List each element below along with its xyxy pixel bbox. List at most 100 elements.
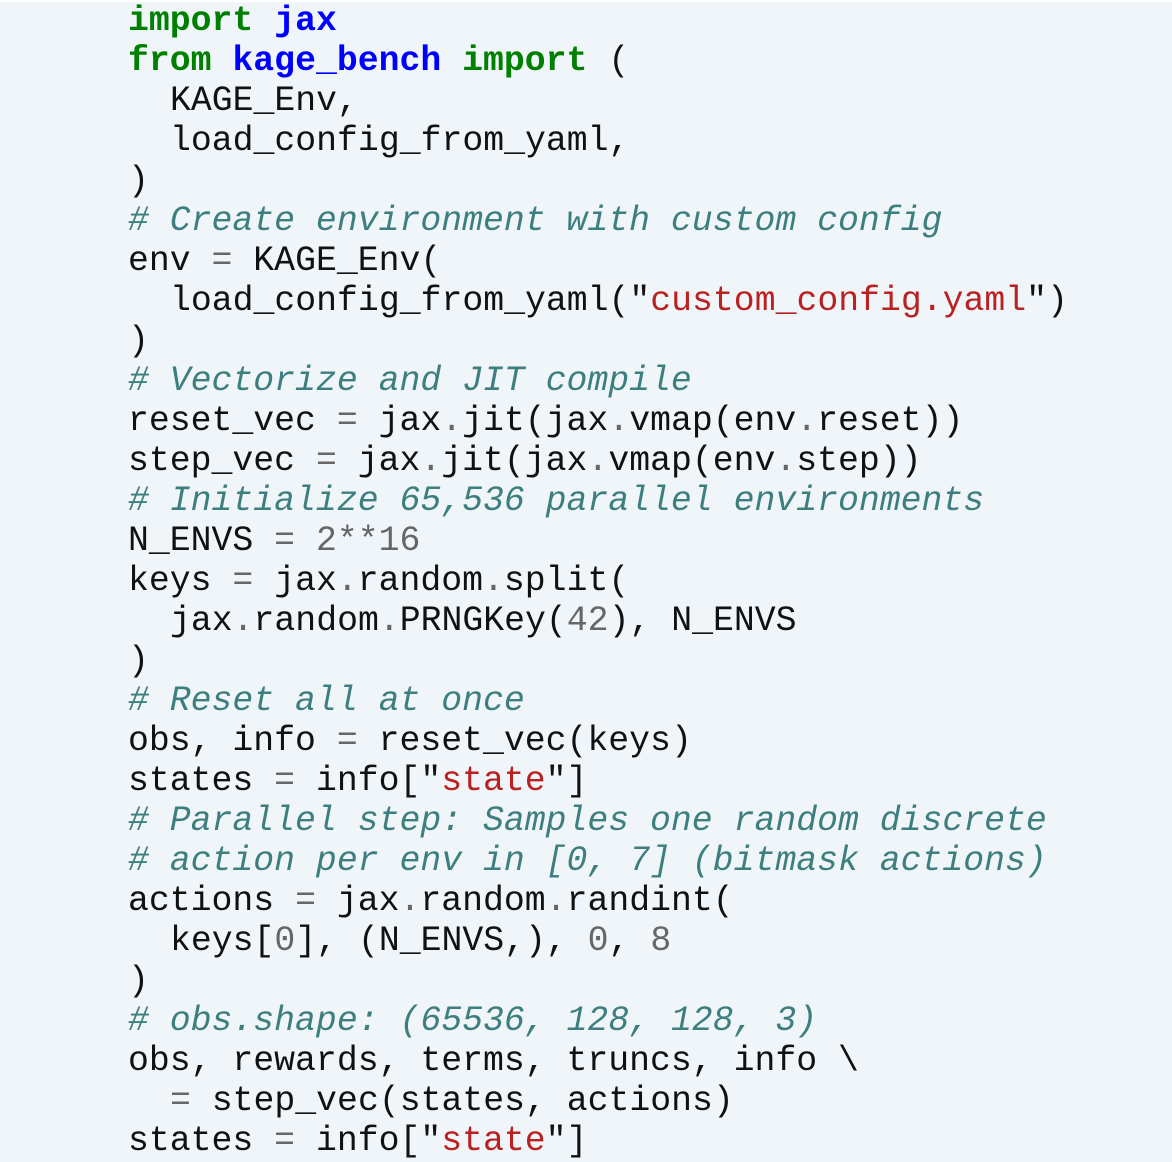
code-keyword: import xyxy=(128,2,254,41)
code-line: import jax xyxy=(128,2,1068,42)
code-text: vmap(env xyxy=(608,442,776,481)
code-operator: . xyxy=(420,442,442,481)
code-text: jax xyxy=(357,402,442,441)
code-text: "] xyxy=(545,1122,588,1161)
code-operator: . xyxy=(232,602,254,641)
code-line: # action per env in [0, 7] (bitmask acti… xyxy=(128,842,1068,882)
code-comment: # obs.shape: (65536, 128, 128, 3) xyxy=(128,1002,818,1041)
code-operator: . xyxy=(483,562,504,601)
code-line: load_config_from_yaml, xyxy=(128,122,1068,162)
code-operator: . xyxy=(775,442,797,481)
code-operator: = xyxy=(274,1122,296,1161)
code-text: jax xyxy=(170,602,233,641)
code-line: from kage_bench import ( xyxy=(128,42,1068,82)
code-line: # Reset all at once xyxy=(128,682,1068,722)
code-text: states xyxy=(128,762,275,801)
code-text: ) xyxy=(128,642,149,681)
code-number: 42 xyxy=(566,602,609,641)
code-operator: = xyxy=(274,762,296,801)
code-line: ) xyxy=(128,162,1068,202)
code-operator: . xyxy=(336,562,358,601)
code-text: load_config_from_yaml(" xyxy=(170,282,651,321)
code-text: random xyxy=(253,602,379,641)
code-text: jax xyxy=(253,562,337,601)
code-text: info[" xyxy=(295,762,442,801)
code-module-name: jax xyxy=(274,2,337,41)
code-text: ( xyxy=(587,42,630,81)
code-text: jit(jax xyxy=(441,442,588,481)
code-operator: . xyxy=(545,882,567,921)
code-text: load_config_from_yaml, xyxy=(170,122,630,161)
code-text xyxy=(253,2,274,41)
code-line: # Parallel step: Samples one random disc… xyxy=(128,802,1068,842)
code-text: ), N_ENVS xyxy=(608,602,797,641)
code-text: obs, info xyxy=(128,722,337,761)
code-text: PRNGKey( xyxy=(399,602,567,641)
code-line: KAGE_Env, xyxy=(128,82,1068,122)
code-operator: = xyxy=(315,442,337,481)
code-line: # obs.shape: (65536, 128, 128, 3) xyxy=(128,1002,1068,1042)
code-text: jit(jax xyxy=(462,402,609,441)
code-number: 2 xyxy=(315,522,337,561)
code-text: ) xyxy=(128,962,149,1001)
code-operator: = xyxy=(336,722,358,761)
code-text: random xyxy=(357,562,484,601)
code-line: load_config_from_yaml("custom_config.yam… xyxy=(128,282,1068,322)
code-operator: . xyxy=(796,402,818,441)
code-string: custom_config.yaml xyxy=(650,282,1027,321)
code-text: reset_vec xyxy=(128,402,337,441)
code-text xyxy=(295,522,316,561)
code-keyword: from xyxy=(128,42,212,81)
code-number: 0 xyxy=(274,922,296,961)
code-comment: # action per env in [0, 7] (bitmask acti… xyxy=(128,842,1047,881)
code-operator: = xyxy=(336,402,358,441)
code-line: states = info["state"] xyxy=(128,762,1068,802)
code-line: states = info["state"] xyxy=(128,1122,1068,1162)
code-text: , xyxy=(608,922,651,961)
code-line: # Create environment with custom config xyxy=(128,202,1068,242)
code-line: ) xyxy=(128,322,1068,362)
code-text: N_ENVS xyxy=(128,522,275,561)
code-comment: # Create environment with custom config xyxy=(128,202,943,241)
code-line: reset_vec = jax.jit(jax.vmap(env.reset)) xyxy=(128,402,1068,442)
code-operator: = xyxy=(232,562,254,601)
code-line: obs, info = reset_vec(keys) xyxy=(128,722,1068,762)
code-line: obs, rewards, terms, truncs, info \ xyxy=(128,1042,1068,1082)
code-text: keys[ xyxy=(170,922,275,961)
code-operator: ** xyxy=(336,522,379,561)
code-operator: . xyxy=(399,882,421,921)
code-line: = step_vec(states, actions) xyxy=(128,1082,1068,1122)
code-text: "] xyxy=(545,762,588,801)
code-text: keys xyxy=(128,562,233,601)
code-text xyxy=(212,42,233,81)
code-line: keys[0], (N_ENVS,), 0, 8 xyxy=(128,922,1068,962)
code-comment: # Parallel step: Samples one random disc… xyxy=(128,802,1047,841)
code-text: step_vec xyxy=(128,442,316,481)
code-text: env xyxy=(128,242,212,281)
code-text: info[" xyxy=(295,1122,442,1161)
code-comment: # Reset all at once xyxy=(128,682,525,721)
code-text: step_vec(states, actions) xyxy=(190,1082,734,1121)
code-module-name: kage_bench xyxy=(232,42,442,81)
code-text: jax xyxy=(315,882,400,921)
code-string: state xyxy=(441,762,546,801)
code-text: randint( xyxy=(566,882,734,921)
code-text: step)) xyxy=(796,442,922,481)
code-operator: . xyxy=(608,402,630,441)
code-text: ") xyxy=(1026,282,1068,321)
code-text: reset_vec(keys) xyxy=(357,722,692,761)
code-keyword: import xyxy=(462,42,588,81)
code-number: 16 xyxy=(378,522,421,561)
code-line: # Initialize 65,536 parallel environment… xyxy=(128,482,1068,522)
code-operator: = xyxy=(274,522,296,561)
code-text: vmap(env xyxy=(629,402,797,441)
code-comment: # Initialize 65,536 parallel environment… xyxy=(128,482,985,521)
code-text: ) xyxy=(128,162,149,201)
code-line: N_ENVS = 2**16 xyxy=(128,522,1068,562)
code-text: states xyxy=(128,1122,275,1161)
code-number: 8 xyxy=(650,922,672,961)
code-line: ) xyxy=(128,962,1068,1002)
code-text: split( xyxy=(503,562,630,601)
